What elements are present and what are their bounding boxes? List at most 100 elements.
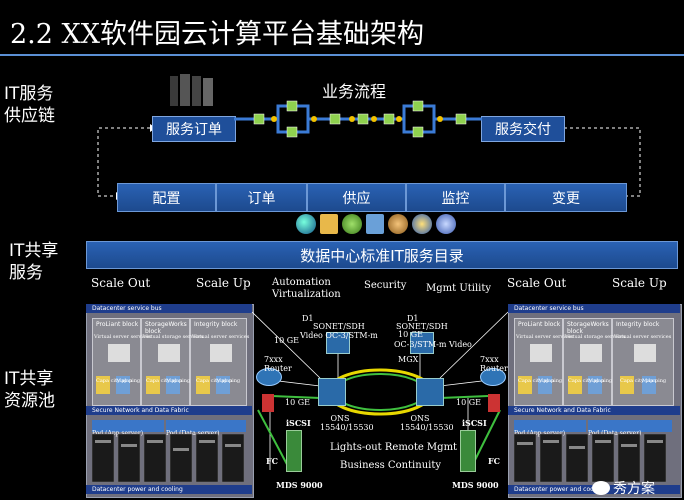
header-automation: Automation (272, 277, 331, 288)
right-fabric-bar: Secure Network and Data Fabric (508, 406, 680, 415)
side-label-line: IT共享 (9, 241, 59, 261)
right-pod-data: Pod (Data server) (588, 420, 672, 437)
label-sonet-right: SONET/SDH (396, 322, 448, 331)
label-ons-left: ONS 15540/15530 (320, 414, 374, 432)
left-cap-label: Map ping (116, 378, 141, 384)
page-title: 2.2 XX软件园云计算平台基础架构 (10, 19, 424, 50)
label-router-right: 7xxx Router (480, 355, 508, 373)
header-scale-up-right: Scale Up (612, 276, 667, 290)
left-cap-label: Capa city plan (96, 378, 133, 384)
side-label-line: IT共享 (4, 369, 54, 389)
right-sonet-switch-icon (410, 332, 434, 354)
block-label: ProLiant block (518, 321, 561, 328)
book-icon (366, 214, 384, 234)
left-server-graphics (96, 344, 232, 394)
pod-label: Pod (App server) (514, 430, 566, 437)
right-cap-label: Capa city plan (620, 378, 657, 384)
right-service-bus: Datacenter service bus (508, 304, 680, 313)
left-ons-switch-icon (318, 378, 346, 406)
left-cap-label: Capa city plan (196, 378, 233, 384)
label-fc-left: FC (266, 456, 279, 466)
label-video-right: OC-3/STM-m Video (394, 340, 472, 349)
right-server-graphics (518, 344, 656, 394)
left-power-bar: Datacenter power and cooling (86, 485, 252, 494)
service-catalog-bar[interactable]: 数据中心标准IT服务目录 (86, 241, 678, 269)
right-cap-label: Map ping (538, 378, 563, 384)
left-sub-label: Virtual server services (192, 334, 250, 340)
side-label-line: 资源池 (4, 391, 55, 411)
left-sub-label: Virtual server services (94, 334, 152, 340)
left-pod-app: Pod (App server) (92, 420, 164, 437)
label-lights-out: Lights-out Remote Mgmt (330, 442, 458, 453)
label-10ge-4: 10 GE (456, 398, 481, 407)
step-monitor[interactable]: 监控 (406, 183, 505, 212)
folder-icon (320, 214, 338, 234)
label-d1-left: D1 (302, 314, 314, 323)
right-sub-label: Virtual server services (516, 334, 574, 340)
label-router-left: 7xxx Router (264, 355, 292, 373)
label-10ge-1: 10 GE (274, 336, 299, 345)
right-mds-switch-icon (460, 430, 476, 472)
step-supply[interactable]: 供应 (307, 183, 406, 212)
right-router-icon (480, 368, 506, 386)
header-scale-out-right: Scale Out (507, 276, 567, 290)
step-config[interactable]: 配置 (117, 183, 216, 212)
title-divider (0, 54, 684, 56)
pod-label: Pod (App server) (92, 430, 144, 437)
service-order-box[interactable]: 服务订单 (152, 116, 236, 142)
step-change[interactable]: 变更 (505, 183, 627, 212)
right-firewall-icon (488, 394, 500, 412)
watermark-text: 秀方案 (613, 481, 655, 497)
right-sub-label: Virtual storage services (565, 334, 626, 340)
side-label-line: IT服务 (4, 84, 54, 104)
label-fc-right: FC (488, 456, 501, 466)
users-icon (436, 214, 456, 234)
label-mds-left: MDS 9000 (276, 480, 323, 490)
right-racks (514, 434, 667, 483)
right-cap-label: Capa city plan (518, 378, 555, 384)
right-sub-label: Virtual server services (614, 334, 672, 340)
label-iscsi-right: iSCSI (462, 418, 487, 428)
left-firewall-icon (262, 394, 274, 412)
left-sub-label: Virtual storage services (143, 334, 204, 340)
label-d1-right: D1 (407, 314, 419, 323)
left-router-icon (256, 368, 282, 386)
left-sonet-switch-icon (326, 332, 350, 354)
block-label: StorageWorks block (567, 321, 609, 335)
side-label-line: 服务 (9, 263, 43, 283)
service-delivery-box[interactable]: 服务交付 (481, 116, 565, 142)
left-cap-label: Map ping (166, 378, 191, 384)
left-cap-label: Capa city plan (146, 378, 183, 384)
pod-label: Pod (Data server) (166, 430, 220, 437)
catalog-icons (296, 214, 456, 234)
step-order[interactable]: 订单 (216, 183, 307, 212)
block-label: Integrity block (194, 321, 238, 328)
side-label-shared-services: IT共享 服务 (9, 240, 58, 284)
right-ons-switch-icon (416, 378, 444, 406)
header-scale-up-left: Scale Up (196, 276, 251, 290)
label-iscsi-left: iSCSI (286, 418, 311, 428)
block-label: ProLiant block (96, 321, 139, 328)
header-mgmt-utility: Mgmt Utility (426, 283, 492, 294)
header-virtualization: Virtualization (272, 289, 341, 300)
label-10ge-2: 10 GE (398, 330, 423, 339)
process-flow-diagram (234, 100, 482, 138)
left-mds-switch-icon (286, 430, 302, 472)
label-business-continuity: Business Continuity (340, 460, 441, 471)
header-scale-out-left: Scale Out (91, 276, 151, 290)
left-cap-label: Map ping (216, 378, 241, 384)
side-label-line: 供应链 (4, 106, 55, 126)
side-label-shared-pool: IT共享 资源池 (4, 368, 55, 412)
people-icon (388, 214, 408, 234)
label-mds-right: MDS 9000 (452, 480, 499, 490)
left-racks (92, 434, 245, 483)
wechat-icon (592, 481, 610, 495)
label-mgx: MGX (398, 355, 419, 364)
block-label: StorageWorks block (145, 321, 187, 335)
watermark: 秀方案 (592, 478, 655, 498)
help-icon (412, 214, 432, 234)
right-cap-label: Capa city plan (568, 378, 605, 384)
globe-icon (296, 214, 316, 234)
label-ons-right: ONS 15540/15530 (400, 414, 454, 432)
right-cap-label: Map ping (642, 378, 667, 384)
